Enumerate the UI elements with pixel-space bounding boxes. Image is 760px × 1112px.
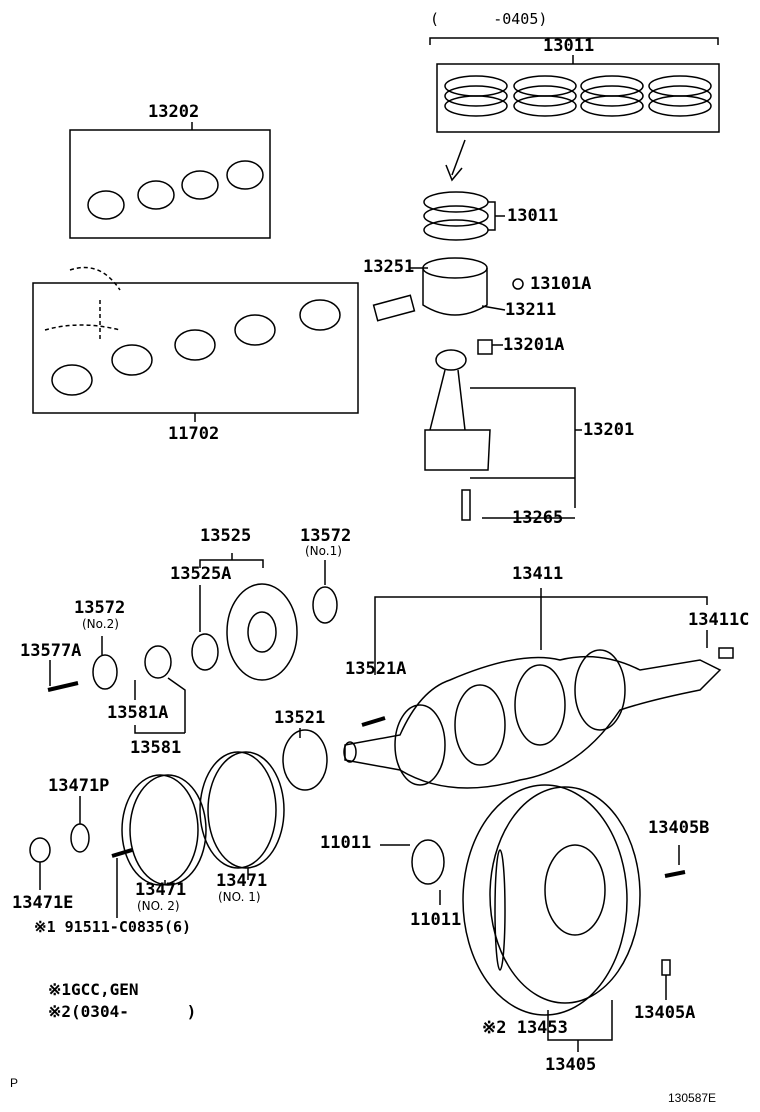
pulley-washer-icon: [70, 823, 90, 853]
pulley-no2-icon: [121, 774, 199, 886]
connecting-rod-icon: [424, 339, 493, 521]
part-label-13411[interactable]: 13411: [512, 564, 564, 584]
part-label-13201a[interactable]: 13201A: [503, 335, 565, 355]
part-label-13101a[interactable]: 13101A: [530, 274, 592, 294]
part-label-13471-no1[interactable]: 13471: [216, 871, 268, 891]
timing-gear-icon: [282, 729, 328, 791]
part-label-13453[interactable]: ※2 13453: [482, 1018, 568, 1038]
footnote-2: ※2(0304- ): [48, 1002, 197, 1021]
oil-seal-icon: [312, 586, 338, 624]
part-label-13471e[interactable]: 13471E: [12, 893, 74, 913]
part-label-13201[interactable]: 13201: [583, 420, 635, 440]
main-bearing-icon: [51, 299, 341, 396]
part-label-11011-a[interactable]: 11011: [320, 833, 372, 853]
pulley-bolt-icon: [111, 848, 133, 858]
part-label-13251[interactable]: 13251: [363, 257, 415, 277]
part-label-13521[interactable]: 13521: [274, 708, 326, 728]
part-label-13581a[interactable]: 13581A: [107, 703, 169, 723]
part-label-13411c[interactable]: 13411C: [688, 610, 750, 630]
pulley-no1-icon: [199, 751, 277, 869]
part-sublabel-no1-pulley: (NO. 1): [218, 890, 261, 904]
pin-icon: [661, 959, 671, 976]
key-bushing-icon: [191, 633, 219, 671]
range-bracket: [429, 37, 719, 45]
ring-set-box: [436, 63, 720, 133]
part-label-13572-no2[interactable]: 13572: [74, 598, 126, 618]
part-label-91511[interactable]: ※1 91511-C0835(6): [34, 918, 192, 936]
figure-id: 130587E: [668, 1091, 717, 1105]
flywheel-bolt-icon: [664, 870, 686, 878]
crankshaft-icon: [343, 647, 734, 789]
bearing-box-13202: [69, 129, 271, 239]
range-note-top: ( -0405): [430, 10, 548, 28]
footnote-1: ※1GCC,GEN: [48, 980, 139, 999]
part-label-11011-b[interactable]: 11011: [410, 910, 462, 930]
page-marker: P: [10, 1076, 19, 1090]
part-label-13525[interactable]: 13525: [200, 526, 252, 546]
bolt-icon: [47, 681, 79, 692]
thrust-washer-icon: [411, 839, 445, 885]
part-label-13581[interactable]: 13581: [130, 738, 182, 758]
part-label-13577a[interactable]: 13577A: [20, 641, 82, 661]
part-label-13405[interactable]: 13405: [545, 1055, 597, 1075]
piston-ring-set-icon: [444, 75, 712, 117]
part-label-13572-no1[interactable]: 13572: [300, 526, 352, 546]
part-label-13202[interactable]: 13202: [148, 102, 200, 122]
part-label-13525a[interactable]: 13525A: [170, 564, 232, 584]
part-label-13521a[interactable]: 13521A: [345, 659, 407, 679]
part-label-11702[interactable]: 11702: [168, 424, 220, 444]
flywheel-icon: [462, 784, 641, 1016]
part-label-13211[interactable]: 13211: [505, 300, 557, 320]
piston-ring-icon: [423, 191, 489, 241]
crankshaft-timing-gear-icon: [226, 583, 298, 681]
part-label-13471-no2[interactable]: 13471: [135, 880, 187, 900]
washer-icon: [92, 654, 118, 690]
part-label-13011[interactable]: 13011: [507, 206, 559, 226]
nut-icon: [29, 837, 51, 863]
part-sublabel-no1: (No.1): [305, 544, 342, 558]
part-label-13471p[interactable]: 13471P: [48, 776, 110, 796]
gear-bushing-icon: [144, 645, 172, 679]
part-sublabel-no2: (No.2): [82, 617, 119, 631]
part-label-13265[interactable]: 13265: [512, 508, 564, 528]
connecting-rod-bearing-icon: [87, 160, 264, 220]
arrow-down-icon: [445, 139, 466, 182]
part-label-13405b[interactable]: 13405B: [648, 818, 710, 838]
part-sublabel-no2-pulley: (NO. 2): [137, 899, 180, 913]
part-label-13405a[interactable]: 13405A: [634, 1003, 696, 1023]
part-label-13011-set[interactable]: 13011: [543, 36, 595, 56]
